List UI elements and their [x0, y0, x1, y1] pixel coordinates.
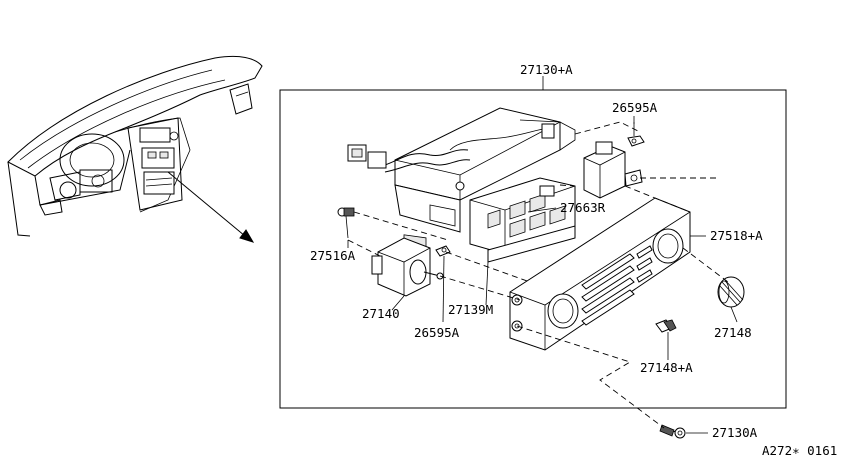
dashboard-illustration: [7, 55, 263, 243]
label-motor: 27140: [362, 306, 400, 321]
label-harness: 27139M: [448, 302, 493, 317]
assembly-frame: [279, 89, 787, 409]
part-labels: 27130+A 26595A 27663R 27518+A 27516A 271…: [310, 62, 837, 458]
label-knob-small: 27148+A: [640, 360, 693, 375]
actuator-motor: [371, 237, 444, 297]
screw-left: [337, 207, 355, 239]
label-screw-left: 27516A: [310, 248, 356, 263]
label-switch: 27663R: [560, 200, 606, 215]
label-knob: 27148: [714, 325, 752, 340]
clip-bottom: [435, 245, 451, 257]
label-finisher: 27518+A: [710, 228, 763, 243]
front-finisher: [509, 197, 691, 351]
blower-switch: [583, 141, 643, 199]
clip-top: [627, 122, 645, 147]
screw-bottom: [659, 424, 686, 439]
figure-code: A272∗ 0161: [762, 443, 837, 458]
leader-lines: [347, 76, 738, 434]
label-clip-top: 26595A: [612, 100, 658, 115]
label-clip-bottom: 26595A: [414, 325, 460, 340]
control-knob: [717, 276, 745, 308]
label-screw-bottom: 27130A: [712, 425, 758, 440]
label-assembly: 27130+A: [520, 62, 573, 77]
small-knob: [655, 319, 677, 333]
push-switch-unit: [469, 177, 576, 263]
